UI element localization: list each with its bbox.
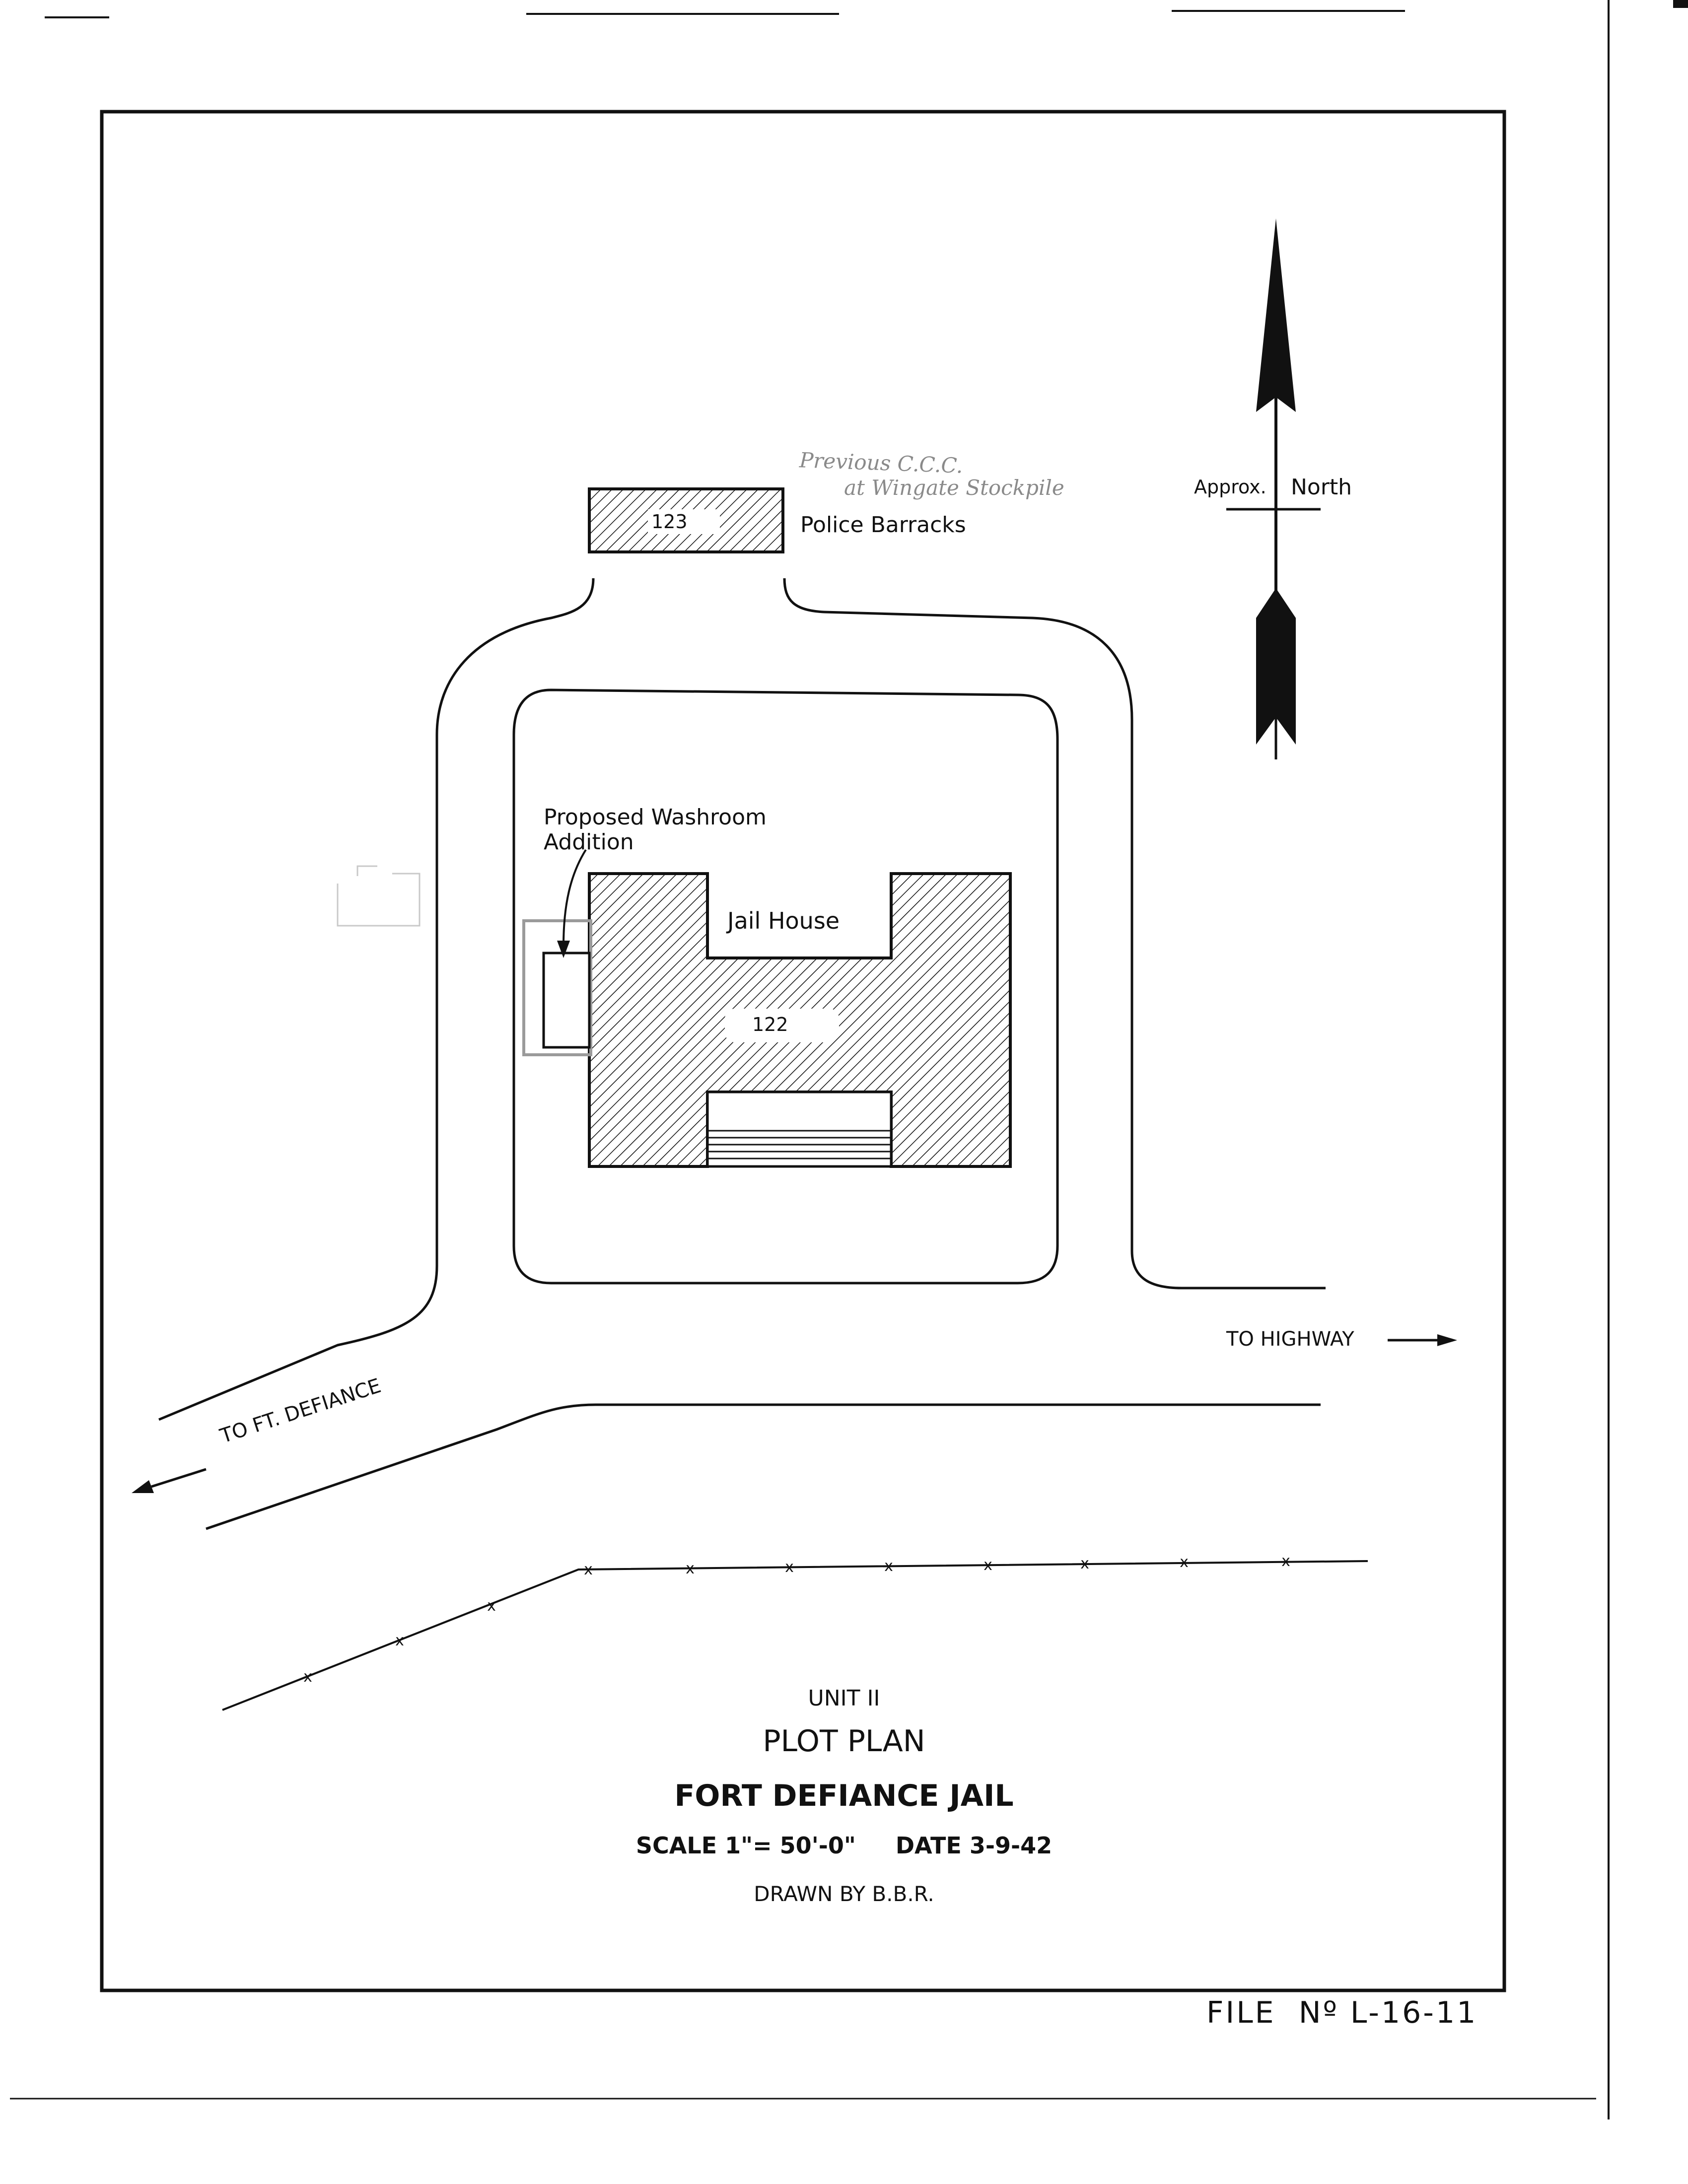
title-name: FORT DEFIANCE JAIL [674, 1778, 1014, 1813]
jail-house-building [588, 872, 1012, 1168]
driveway-loop [158, 578, 1326, 1421]
police-barracks-number: 123 [651, 511, 688, 533]
main-road [206, 1403, 1321, 1530]
north-label: North [1291, 475, 1352, 500]
title-drawn-by: DRAWN BY B.B.R. [754, 1882, 934, 1906]
north-arrow [1226, 218, 1321, 759]
police-barracks-label: Police Barracks [800, 512, 966, 538]
police-barracks-building [588, 487, 784, 553]
svg-text:x: x [1281, 1553, 1290, 1570]
title-date: DATE 3-9-42 [895, 1832, 1053, 1859]
svg-text:x: x [1080, 1555, 1089, 1572]
svg-text:x: x [487, 1597, 496, 1615]
title-plan: PLOT PLAN [763, 1724, 925, 1759]
file-number: FILE Nº L-16-11 [1206, 1995, 1478, 2030]
washroom-label-line1: Proposed Washroom [544, 805, 767, 830]
north-prefix-label: Approx. [1194, 476, 1266, 498]
svg-text:x: x [303, 1668, 312, 1686]
jail-house-label: Jail House [727, 907, 840, 934]
svg-text:x: x [785, 1559, 794, 1576]
handwritten-note-line2: at Wingate Stockpile [844, 476, 1064, 500]
handwritten-note-line1: Previous C.C.C. [799, 448, 964, 478]
title-scale: SCALE 1"= 50'-0" [635, 1832, 856, 1859]
to-highway-label: TO HIGHWAY [1226, 1328, 1354, 1351]
fence-markers: x x x x x x x x x x x [303, 1553, 1290, 1686]
washroom-label-line2: Addition [544, 829, 634, 855]
to-ft-defiance-arrow [132, 1468, 207, 1493]
title-scale-date: SCALE 1"= 50'-0" DATE 3-9-42 [0, 1834, 1688, 1857]
drawing-border [100, 110, 1506, 1992]
svg-text:x: x [584, 1561, 593, 1578]
svg-text:x: x [1180, 1554, 1189, 1571]
title-unit: UNIT II [808, 1686, 880, 1711]
washroom-addition [522, 849, 592, 1056]
jail-house-number: 122 [752, 1014, 788, 1035]
svg-text:x: x [686, 1560, 695, 1577]
svg-text:x: x [395, 1632, 404, 1649]
top-edge-marks [45, 0, 1688, 2119]
svg-text:x: x [884, 1558, 893, 1575]
to-highway-arrow [1388, 1334, 1457, 1346]
svg-text:x: x [984, 1557, 992, 1574]
pencil-sketch-mark [337, 865, 421, 927]
fence-line [222, 1560, 1368, 1711]
